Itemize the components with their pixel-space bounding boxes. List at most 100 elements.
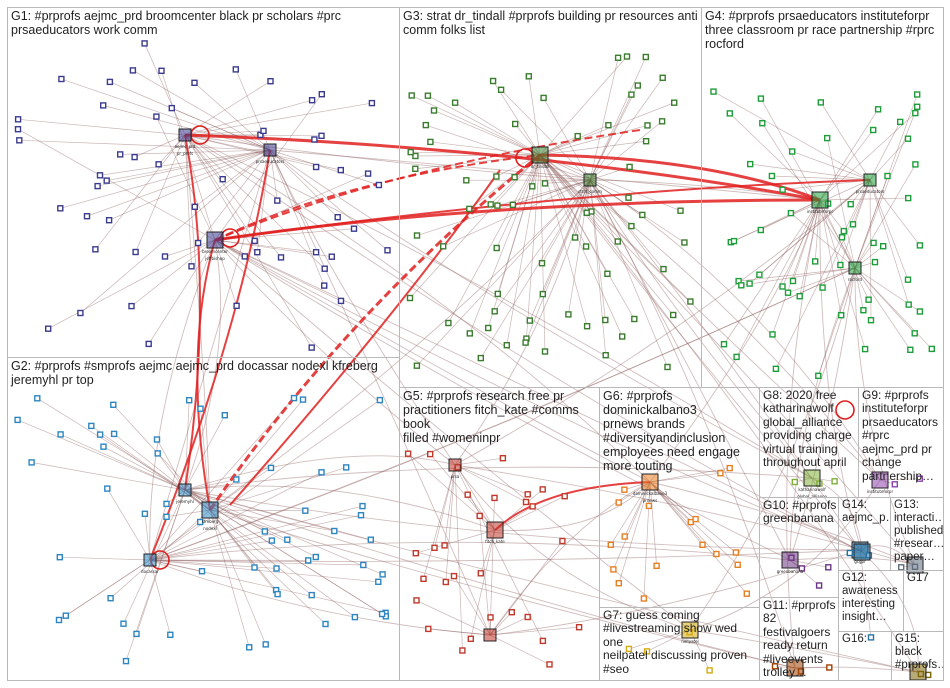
network-node[interactable]	[911, 330, 918, 337]
network-node[interactable]	[757, 95, 765, 102]
network-node[interactable]	[541, 180, 549, 187]
network-node[interactable]	[273, 565, 280, 572]
network-node[interactable]	[717, 470, 724, 477]
network-node[interactable]	[14, 116, 22, 123]
network-node[interactable]	[734, 561, 741, 568]
network-node[interactable]	[424, 92, 432, 99]
network-node[interactable]	[643, 648, 651, 655]
network-node[interactable]	[706, 667, 713, 674]
network-node[interactable]	[860, 307, 867, 314]
network-node[interactable]	[312, 553, 319, 561]
network-node[interactable]	[907, 346, 914, 353]
network-node[interactable]	[819, 284, 826, 291]
network-node[interactable]	[508, 609, 515, 616]
network-node[interactable]	[128, 302, 135, 310]
network-node[interactable]	[34, 395, 41, 402]
network-node[interactable]	[664, 363, 671, 371]
network-node[interactable]	[677, 207, 684, 214]
network-node[interactable]	[912, 109, 919, 117]
network-node[interactable]	[28, 459, 35, 466]
network-node[interactable]	[441, 542, 448, 549]
hub-node-avatar[interactable]	[871, 471, 889, 489]
network-node[interactable]	[312, 248, 320, 256]
network-node[interactable]	[163, 513, 170, 520]
network-node[interactable]	[867, 317, 875, 324]
network-node[interactable]	[583, 323, 591, 330]
network-node[interactable]	[262, 641, 269, 648]
network-node[interactable]	[789, 277, 797, 285]
network-node[interactable]	[582, 243, 590, 250]
network-node[interactable]	[493, 244, 500, 252]
network-node[interactable]	[92, 246, 99, 253]
network-node[interactable]	[561, 493, 568, 500]
network-node[interactable]	[351, 613, 359, 621]
network-node[interactable]	[503, 342, 510, 349]
network-node[interactable]	[710, 88, 717, 95]
network-node[interactable]	[916, 308, 924, 315]
network-node[interactable]	[817, 99, 824, 106]
network-node[interactable]	[122, 657, 130, 665]
network-node[interactable]	[154, 450, 161, 457]
hub-node-avatar[interactable]	[206, 231, 224, 249]
hub-node-avatar[interactable]	[143, 553, 157, 567]
network-node[interactable]	[104, 485, 111, 492]
network-node[interactable]	[687, 298, 694, 305]
network-node[interactable]	[491, 308, 498, 315]
network-node[interactable]	[110, 430, 118, 438]
network-node[interactable]	[318, 90, 325, 98]
network-node[interactable]	[375, 181, 383, 189]
network-node[interactable]	[221, 412, 229, 419]
network-node[interactable]	[277, 254, 285, 261]
network-node[interactable]	[450, 572, 458, 580]
network-node[interactable]	[631, 315, 638, 323]
network-node[interactable]	[771, 663, 779, 670]
network-node[interactable]	[337, 166, 344, 174]
network-node[interactable]	[412, 550, 419, 557]
network-node[interactable]	[487, 614, 494, 621]
network-node[interactable]	[487, 201, 494, 208]
network-node[interactable]	[621, 533, 628, 540]
network-node[interactable]	[614, 54, 622, 61]
network-node[interactable]	[188, 263, 195, 270]
network-node[interactable]	[232, 66, 240, 73]
hub-node-avatar[interactable]	[531, 146, 549, 164]
network-node[interactable]	[56, 554, 63, 561]
network-node[interactable]	[628, 91, 635, 98]
network-node[interactable]	[884, 172, 891, 180]
network-node[interactable]	[831, 478, 838, 485]
network-node[interactable]	[525, 73, 532, 80]
network-node[interactable]	[571, 234, 579, 241]
network-node[interactable]	[141, 510, 149, 517]
network-node[interactable]	[55, 616, 63, 624]
network-node[interactable]	[311, 136, 318, 143]
network-node[interactable]	[302, 507, 309, 514]
network-node[interactable]	[141, 40, 148, 47]
network-node[interactable]	[497, 86, 505, 94]
network-node[interactable]	[427, 138, 434, 146]
network-node[interactable]	[720, 341, 728, 348]
network-node[interactable]	[732, 549, 740, 556]
network-node[interactable]	[539, 290, 546, 298]
network-node[interactable]	[299, 396, 307, 403]
network-node[interactable]	[798, 565, 806, 572]
network-node[interactable]	[812, 258, 819, 265]
network-node[interactable]	[791, 478, 798, 486]
network-node[interactable]	[639, 211, 646, 219]
network-node[interactable]	[153, 113, 160, 120]
network-node[interactable]	[916, 242, 924, 249]
network-node[interactable]	[16, 137, 23, 144]
network-node[interactable]	[847, 200, 854, 208]
network-node[interactable]	[404, 450, 412, 457]
network-node[interactable]	[645, 502, 653, 510]
network-node[interactable]	[364, 170, 372, 177]
network-node[interactable]	[880, 242, 887, 250]
network-node[interactable]	[254, 248, 261, 256]
network-node[interactable]	[477, 570, 484, 577]
network-node[interactable]	[328, 253, 335, 260]
network-node[interactable]	[161, 253, 169, 260]
network-node[interactable]	[384, 247, 391, 254]
network-node[interactable]	[57, 431, 64, 438]
network-node[interactable]	[485, 324, 492, 332]
hub-node-avatar[interactable]	[906, 556, 924, 574]
network-node[interactable]	[493, 173, 500, 180]
